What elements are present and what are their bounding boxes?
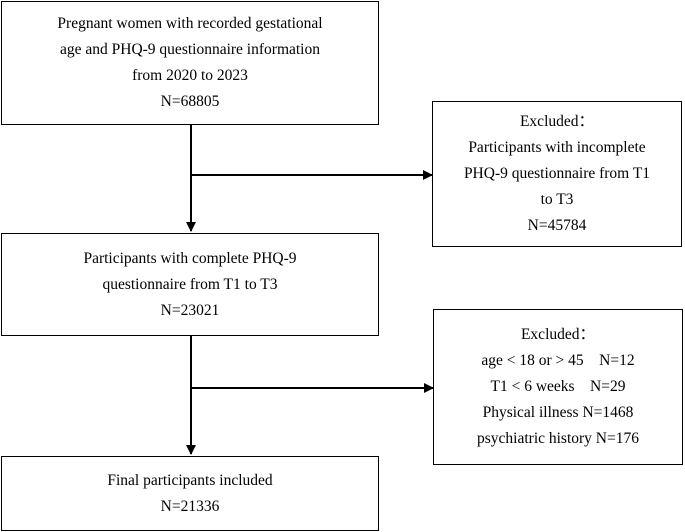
exclusion-2-psychiatric-history: psychiatric history N=176 — [477, 430, 639, 447]
box-initial-count: N=68805 — [160, 93, 220, 110]
exclusion-2-physical-illness: Physical illness N=1468 — [482, 404, 634, 421]
exclusion-2-header: Excluded： — [520, 326, 596, 343]
box-complete-line-1: Participants with complete PHQ-9 — [83, 249, 297, 267]
exclusion-1-header: Excluded： — [519, 113, 595, 130]
box-initial-line-1: Pregnant women with recorded gestational — [57, 15, 323, 32]
exclusion-1-line-3: to T3 — [540, 191, 574, 208]
exclusion-1-line-1: Participants with incomplete — [468, 139, 646, 156]
box-final-line-1: Final participants included — [107, 471, 273, 489]
box-complete-count: N=23021 — [160, 301, 220, 319]
exclusion-1-line-2: PHQ-9 questionnaire from T1 — [463, 165, 651, 182]
exclusion-2-age: age < 18 or > 45 N=12 — [481, 352, 635, 369]
box-complete-participants: Participants with complete PHQ-9 questio… — [1, 233, 379, 336]
exclusion-1-count: N=45784 — [527, 217, 587, 234]
box-initial-cohort: Pregnant women with recorded gestational… — [1, 1, 379, 125]
exclusion-2-t1: T1 < 6 weeks N=29 — [490, 378, 626, 395]
box-exclusion-1: Excluded： Participants with incomplete P… — [432, 101, 682, 247]
box-initial-line-3: from 2020 to 2023 — [132, 67, 248, 84]
box-final-count: N=21336 — [160, 497, 220, 515]
box-complete-line-2: questionnaire from T1 to T3 — [102, 275, 278, 293]
box-initial-line-2: age and PHQ-9 questionnaire information — [60, 41, 320, 58]
box-final-participants: Final participants included N=21336 — [1, 456, 379, 531]
box-exclusion-2: Excluded： age < 18 or > 45 N=12 T1 < 6 w… — [433, 309, 683, 465]
